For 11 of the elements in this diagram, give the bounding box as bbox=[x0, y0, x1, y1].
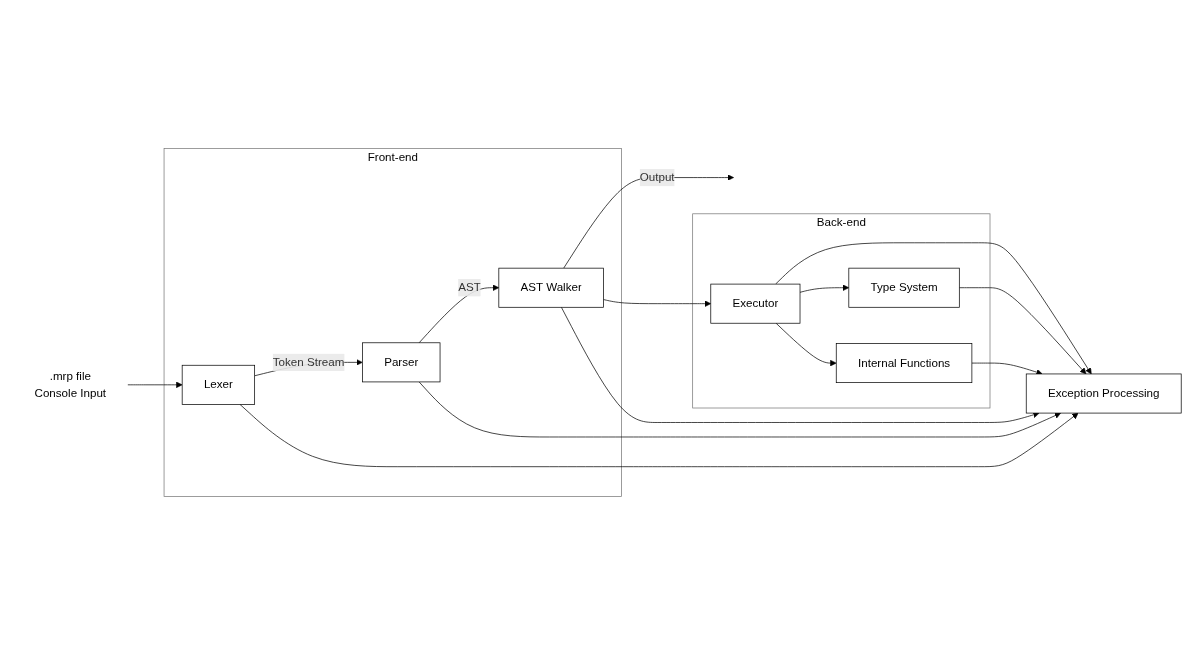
node-text: .mrp file Console Input bbox=[34, 369, 106, 400]
node-box: Exception Processing bbox=[1025, 373, 1182, 414]
edge-label: AST bbox=[457, 281, 481, 294]
node-box: AST Walker bbox=[497, 267, 604, 308]
edge-label: Output bbox=[639, 171, 675, 184]
node-box: Type System bbox=[847, 267, 960, 308]
node-box: Executor bbox=[709, 283, 800, 324]
node-box: Internal Functions bbox=[835, 343, 972, 383]
node-box: Lexer bbox=[181, 364, 255, 405]
node-box: Parser bbox=[361, 342, 440, 383]
edge-label: Token Stream bbox=[272, 355, 344, 369]
